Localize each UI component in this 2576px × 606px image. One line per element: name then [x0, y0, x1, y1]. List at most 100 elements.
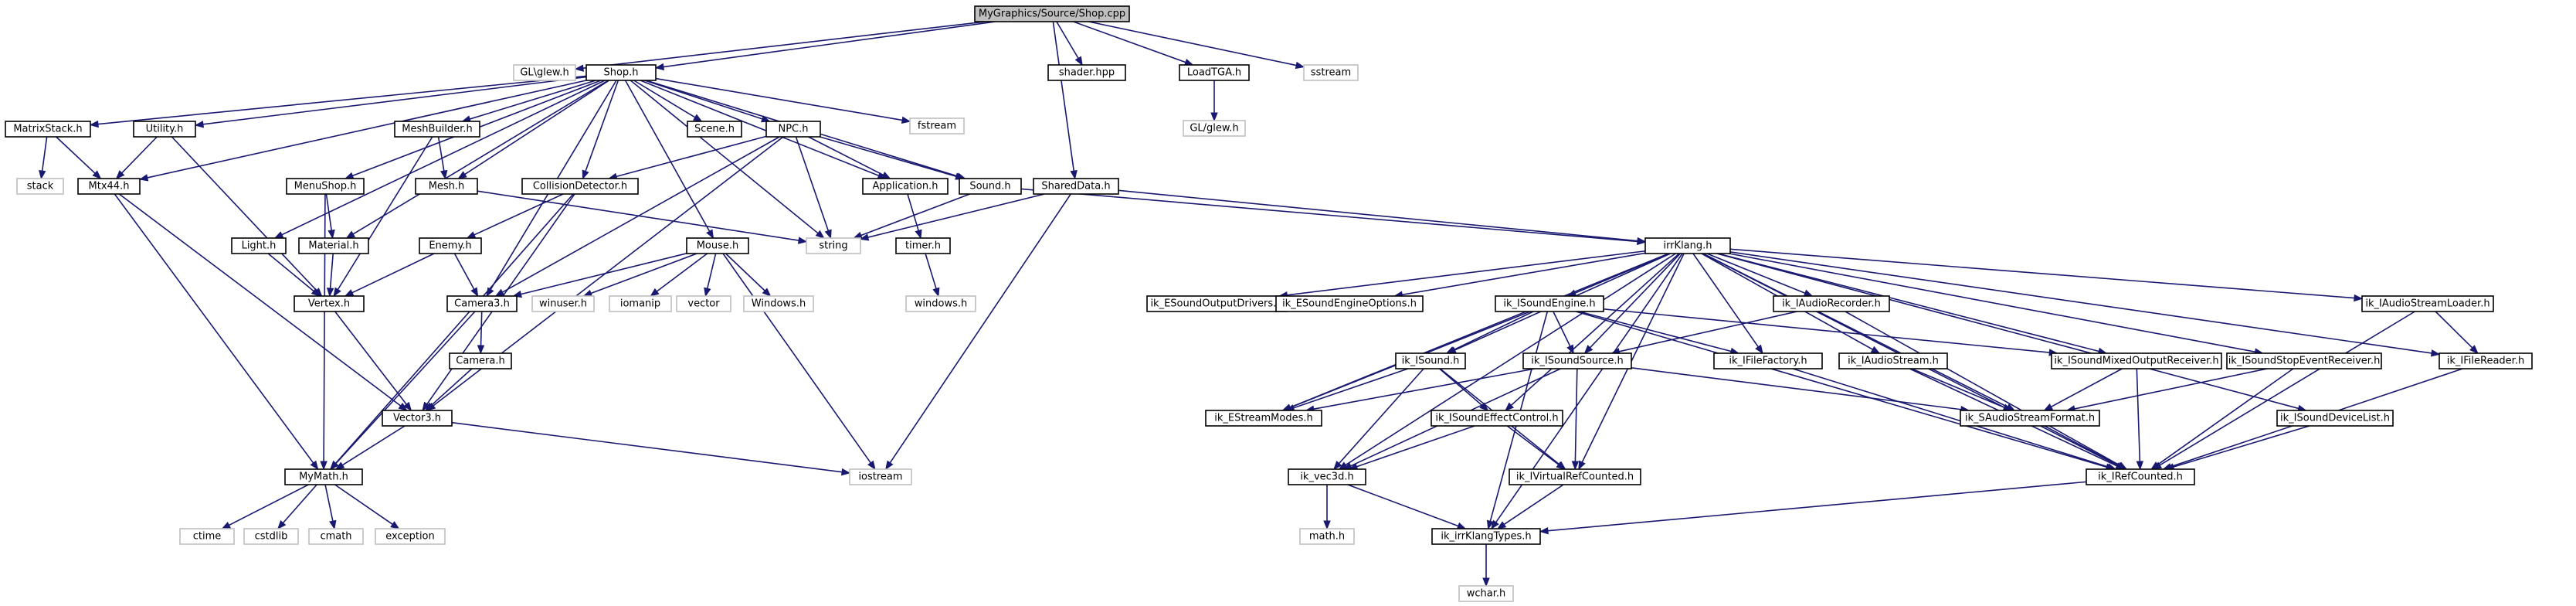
node-irrtypes[interactable]: ik_irrKlangTypes.h [1431, 528, 1541, 545]
edge-arrowhead [390, 521, 400, 529]
node-menushop[interactable]: MenuShop.h [286, 178, 365, 195]
node-box [1644, 237, 1731, 254]
edge-shop-to-string [630, 80, 825, 239]
node-saf[interactable]: ik_SAudioStreamFormat.h [1960, 410, 2100, 427]
edge-mouse-to-windowsh [725, 253, 772, 297]
node-mouse[interactable]: Mouse.h [686, 237, 749, 254]
node-vec3d[interactable]: ik_vec3d.h [1288, 468, 1366, 485]
node-box [1183, 120, 1246, 137]
node-shop[interactable]: Shop.h [585, 64, 657, 81]
node-label: winuser.h [539, 298, 587, 310]
edge-arrowhead [1070, 169, 1078, 180]
edge-arrowhead [582, 289, 593, 297]
edge-line [925, 253, 937, 289]
node-timer[interactable]: timer.h [895, 237, 951, 254]
edge-shop-to-collision [582, 80, 619, 180]
node-iarec[interactable]: ik_IAudioRecorder.h [1773, 295, 1890, 312]
node-box [5, 121, 91, 138]
node-box [1395, 352, 1466, 369]
edge-line [2051, 368, 2123, 407]
edge-line [335, 311, 476, 465]
edge-vector3-to-mymath [334, 425, 406, 470]
node-isser[interactable]: ik_ISoundStopEventReceiver.h [2226, 352, 2382, 369]
node-ifreader[interactable]: ik_IFileReader.h [2439, 352, 2533, 369]
edge-line [1347, 484, 1459, 527]
node-ismor[interactable]: ik_ISoundMixedOutputReceiver.h [2051, 352, 2222, 369]
edge-line [1313, 368, 1536, 410]
node-isdl[interactable]: ik_ISoundDeviceList.h [2276, 410, 2394, 427]
node-mesh[interactable]: Mesh.h [415, 178, 478, 195]
node-irc[interactable]: ik_IRefCounted.h [2086, 468, 2195, 485]
edge-line [616, 135, 767, 178]
node-collision[interactable]: CollisionDetector.h [521, 178, 639, 195]
node-isec[interactable]: ik_ISoundEffectControl.h [1431, 410, 1563, 427]
node-shader[interactable]: shader.hpp [1047, 64, 1126, 81]
node-mymath[interactable]: MyMath.h [284, 468, 363, 485]
node-utility[interactable]: Utility.h [133, 121, 196, 138]
node-scene[interactable]: Scene.h [687, 121, 742, 138]
node-application[interactable]: Application.h [862, 178, 949, 195]
node-vertex[interactable]: Vertex.h [294, 295, 365, 312]
node-enemy[interactable]: Enemy.h [419, 237, 482, 254]
edge-vector3-to-iostream [451, 421, 851, 476]
node-camera[interactable]: Camera.h [449, 352, 512, 369]
edge-line [585, 80, 619, 172]
edge-line [1453, 311, 1534, 351]
node-box [179, 528, 235, 545]
node-shareddata[interactable]: SharedData.h [1033, 178, 1119, 195]
edge-line [722, 253, 871, 464]
node-matrixstack[interactable]: MatrixStack.h [5, 121, 91, 138]
node-root[interactable]: MyGraphics/Source/Shop.cpp [974, 5, 1130, 22]
edge-line [282, 484, 317, 524]
node-label: Utility.h [146, 124, 184, 135]
node-iasl[interactable]: ik_IAudioStreamLoader.h [2361, 295, 2494, 312]
node-loadtga[interactable]: LoadTGA.h [1179, 64, 1250, 81]
node-label: ik_ISoundStopEventReceiver.h [2228, 356, 2381, 367]
edge-arrowhead [840, 468, 851, 476]
node-npc[interactable]: NPC.h [765, 121, 821, 138]
node-box [1179, 64, 1250, 81]
node-estream[interactable]: ik_EStreamModes.h [1205, 410, 1322, 427]
node-windowsh: Windows.h [743, 295, 814, 312]
node-iffac[interactable]: ik_IFileFactory.h [1713, 352, 1823, 369]
node-box [1205, 410, 1322, 427]
node-mtx44[interactable]: Mtx44.h [77, 178, 141, 195]
node-iastream[interactable]: ik_IAudioStream.h [1838, 352, 1948, 369]
edge-line [1553, 311, 1571, 347]
edge-line [453, 253, 475, 290]
edge-arrowhead [654, 63, 665, 71]
edge-isengine-to-iffac [1579, 311, 1740, 355]
node-issource[interactable]: ik_ISoundSource.h [1522, 352, 1632, 369]
edge-line [2435, 311, 2473, 349]
node-label: windows.h [915, 298, 967, 310]
edge-mesh-to-string [477, 190, 808, 244]
node-stack: stack [16, 178, 64, 195]
edge-arrowhead [273, 231, 284, 239]
node-label: sstream [1311, 67, 1351, 79]
edge-line [1716, 253, 2299, 410]
edge-matrixstack-to-stack [39, 136, 48, 180]
edge-arrowhead [901, 116, 911, 124]
node-esod[interactable]: ik_ESoundOutputDrivers.h [1146, 295, 1287, 312]
edge-line [1547, 481, 2087, 532]
node-vector3[interactable]: Vector3.h [382, 410, 453, 427]
node-eseo[interactable]: ik_ESoundEngineOptions.h [1275, 295, 1424, 312]
node-ivrc[interactable]: ik_IVirtualRefCounted.h [1509, 468, 1641, 485]
node-isound[interactable]: ik_ISound.h [1395, 352, 1466, 369]
node-sound[interactable]: Sound.h [959, 178, 1022, 195]
edge-line [2157, 368, 2294, 465]
node-box [905, 295, 976, 312]
node-light[interactable]: Light.h [231, 237, 287, 254]
node-label: ik_SAudioStreamFormat.h [1965, 413, 2095, 424]
edge-line [2159, 311, 2415, 466]
node-material[interactable]: Material.h [298, 237, 369, 254]
node-isengine[interactable]: ik_ISoundEngine.h [1495, 295, 1604, 312]
node-box [2439, 352, 2533, 369]
edge-arrowhead [1505, 402, 1515, 411]
node-meshbuilder[interactable]: MeshBuilder.h [394, 121, 480, 138]
edge-irrklang-to-ivrc [1578, 253, 1685, 471]
edge-npc-to-sound [820, 136, 965, 180]
edge-arrowhead [760, 115, 771, 123]
node-camera3[interactable]: Camera3.h [446, 295, 518, 312]
node-irrklang[interactable]: irrKlang.h [1644, 237, 1731, 254]
